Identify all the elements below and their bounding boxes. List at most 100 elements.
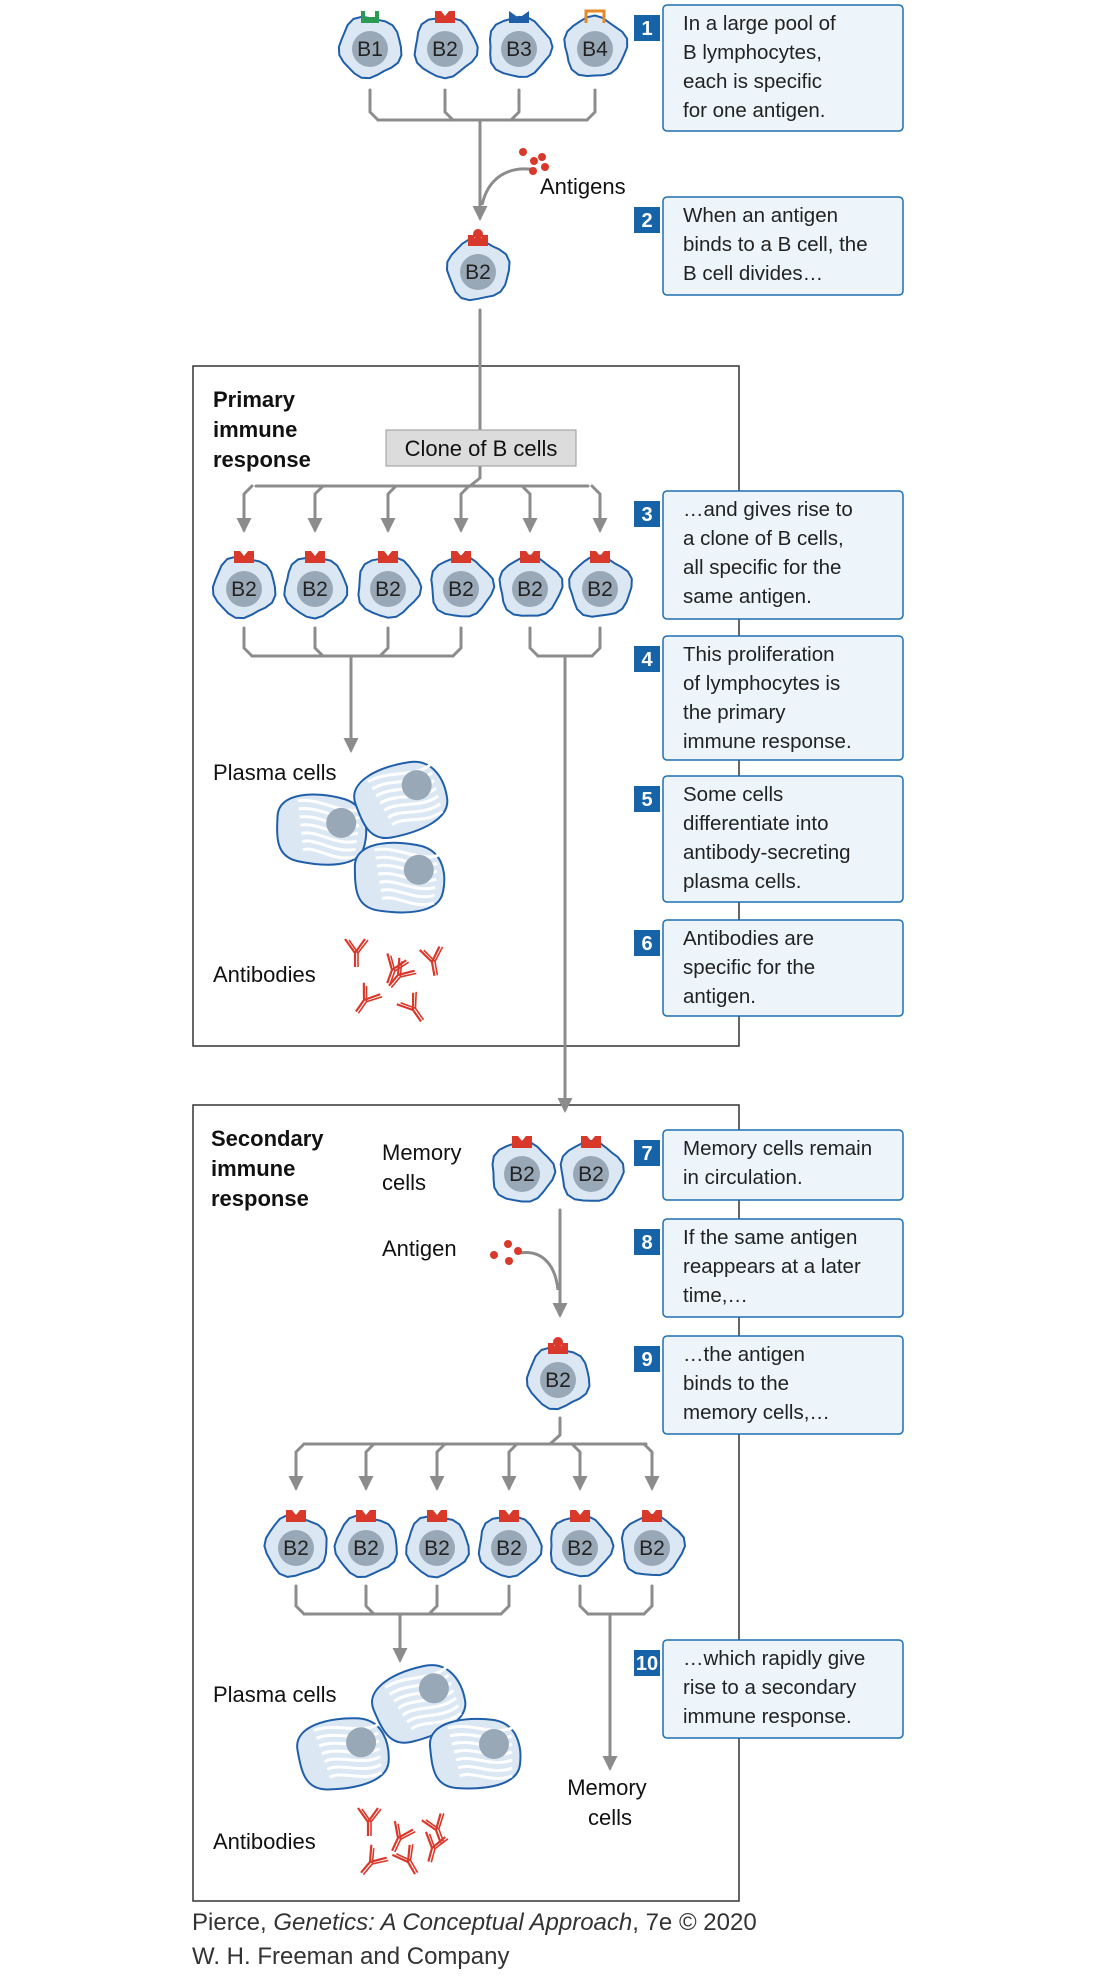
- secondary-title: Secondary immune response: [211, 1126, 330, 1211]
- secondary-memory-label: Memory cells: [382, 1140, 468, 1195]
- step-text-line: a clone of B cells,: [683, 527, 844, 550]
- receptor-icon: [427, 1510, 447, 1522]
- step-text-line: …which rapidly give: [683, 1647, 865, 1670]
- cell-label: B1: [357, 38, 383, 61]
- antibody-icon: [357, 1807, 382, 1836]
- nucleus: [403, 854, 434, 885]
- cell-label: B2: [496, 1537, 522, 1560]
- step-text-line: antibody-secreting: [683, 841, 851, 864]
- plasma-cell: [296, 1717, 390, 1791]
- primary-antibodies-label: Antibodies: [213, 962, 316, 987]
- receptor-icon: [435, 11, 455, 23]
- step-text-line: B cell divides…: [683, 262, 823, 285]
- antigen-dot: [490, 1251, 498, 1259]
- credit-line-2: W. H. Freeman and Company: [192, 1943, 510, 1970]
- step-text-line: Memory cells remain: [683, 1137, 872, 1160]
- nucleus: [297, 571, 333, 607]
- cell-label: B2: [231, 578, 257, 601]
- step-number: 3: [641, 504, 652, 526]
- primary-response: Primary immune response Clone of B cells…: [211, 387, 633, 1023]
- receptor-icon: [509, 11, 529, 23]
- antibody-icon: [355, 982, 383, 1014]
- secondary-antigen-label: Antigen: [382, 1236, 457, 1261]
- antibody-icon: [360, 1844, 389, 1876]
- secondary-clone-b-cell: B2: [477, 1510, 543, 1579]
- cell-label: B2: [283, 1537, 309, 1560]
- nucleus: [401, 770, 432, 801]
- credit-book-title: Genetics: A Conceptual Approach: [273, 1909, 633, 1936]
- cell-label: B2: [353, 1537, 379, 1560]
- plasma-cell: [428, 1717, 522, 1790]
- step-text-line: reappears at a later: [683, 1255, 861, 1278]
- nucleus: [326, 807, 357, 838]
- cell-label: B2: [639, 1537, 665, 1560]
- nucleus: [348, 1530, 384, 1566]
- receptor-icon: [234, 551, 254, 563]
- receptor-icon: [512, 1136, 532, 1148]
- step-badge: [634, 1346, 660, 1372]
- nucleus: [634, 1530, 670, 1566]
- nucleus: [504, 1156, 540, 1192]
- plasma-cell: [276, 793, 368, 866]
- antigen-dot: [505, 1257, 513, 1265]
- step-text-line: If the same antigen: [683, 1226, 857, 1249]
- secondary-arrows: [288, 1208, 660, 1491]
- nucleus: [577, 31, 613, 67]
- secondary-clone-b-cell: B2: [405, 1510, 470, 1579]
- receptor-icon: [361, 11, 379, 23]
- pool-cell-b2: B2: [413, 11, 479, 80]
- receptor-icon: [378, 551, 398, 563]
- pool-cell-b1: B1: [337, 11, 403, 80]
- clone-b-cell: B2: [357, 551, 423, 619]
- primary-title: Primary immune response: [213, 387, 311, 472]
- step-text-line: time,…: [683, 1284, 748, 1307]
- secondary-response: Secondary immune response Memory cells B…: [211, 1126, 686, 1876]
- step-callout-3: 3 …and gives rise to a clone of B cells, al…: [634, 490, 904, 620]
- credit-author: Pierce,: [192, 1909, 274, 1936]
- receptor-icon: [305, 551, 325, 563]
- clone-b-cell: B2: [211, 551, 277, 620]
- step-text-line: for one antigen.: [683, 99, 825, 122]
- step-text-line: all specific for the: [683, 556, 841, 579]
- cell-label: B2: [465, 261, 491, 284]
- step-text-line: in circulation.: [683, 1166, 803, 1189]
- pool-cell-b4: B4: [563, 9, 629, 77]
- nucleus: [501, 31, 537, 67]
- step-badge: [634, 1229, 660, 1255]
- step-number: 5: [641, 789, 652, 811]
- nucleus: [427, 31, 463, 67]
- receptor-icon: [356, 1510, 376, 1522]
- plasma-cell: [353, 760, 449, 839]
- memory-b-cell: B2: [491, 1136, 557, 1203]
- cell-label: B2: [448, 578, 474, 601]
- nucleus: [479, 1729, 509, 1759]
- primary-merge: [242, 626, 602, 1113]
- cell-label: B2: [302, 578, 328, 601]
- primary-plasma-label: Plasma cells: [213, 760, 336, 785]
- step-number: 7: [641, 1143, 652, 1165]
- cell-label: B2: [567, 1537, 593, 1560]
- nucleus: [491, 1530, 527, 1566]
- nucleus: [512, 571, 548, 607]
- step-badge: [634, 1140, 660, 1166]
- clone-b-cell: B2: [498, 551, 564, 617]
- nucleus: [370, 571, 406, 607]
- step-text-line: …the antigen: [683, 1343, 805, 1366]
- antigen-dot: [519, 148, 527, 156]
- memory-b-cell: B2: [559, 1136, 625, 1202]
- step-text-line: …and gives rise to: [683, 498, 853, 521]
- secondary-antibodies-label: Antibodies: [213, 1829, 316, 1854]
- step-text-line: rise to a secondary: [683, 1676, 857, 1699]
- plasma-cell: [353, 841, 446, 914]
- step-callout-7: 7 Memory cells remain in circulation.: [634, 1129, 904, 1201]
- step-text-line: each is specific: [683, 70, 822, 93]
- antigen-dot: [530, 157, 538, 165]
- primary-fanout: [236, 464, 608, 533]
- step-number: 4: [641, 649, 653, 671]
- step-text-line: immune response.: [683, 730, 852, 753]
- antibody-icon: [396, 991, 425, 1023]
- nucleus: [419, 1530, 455, 1566]
